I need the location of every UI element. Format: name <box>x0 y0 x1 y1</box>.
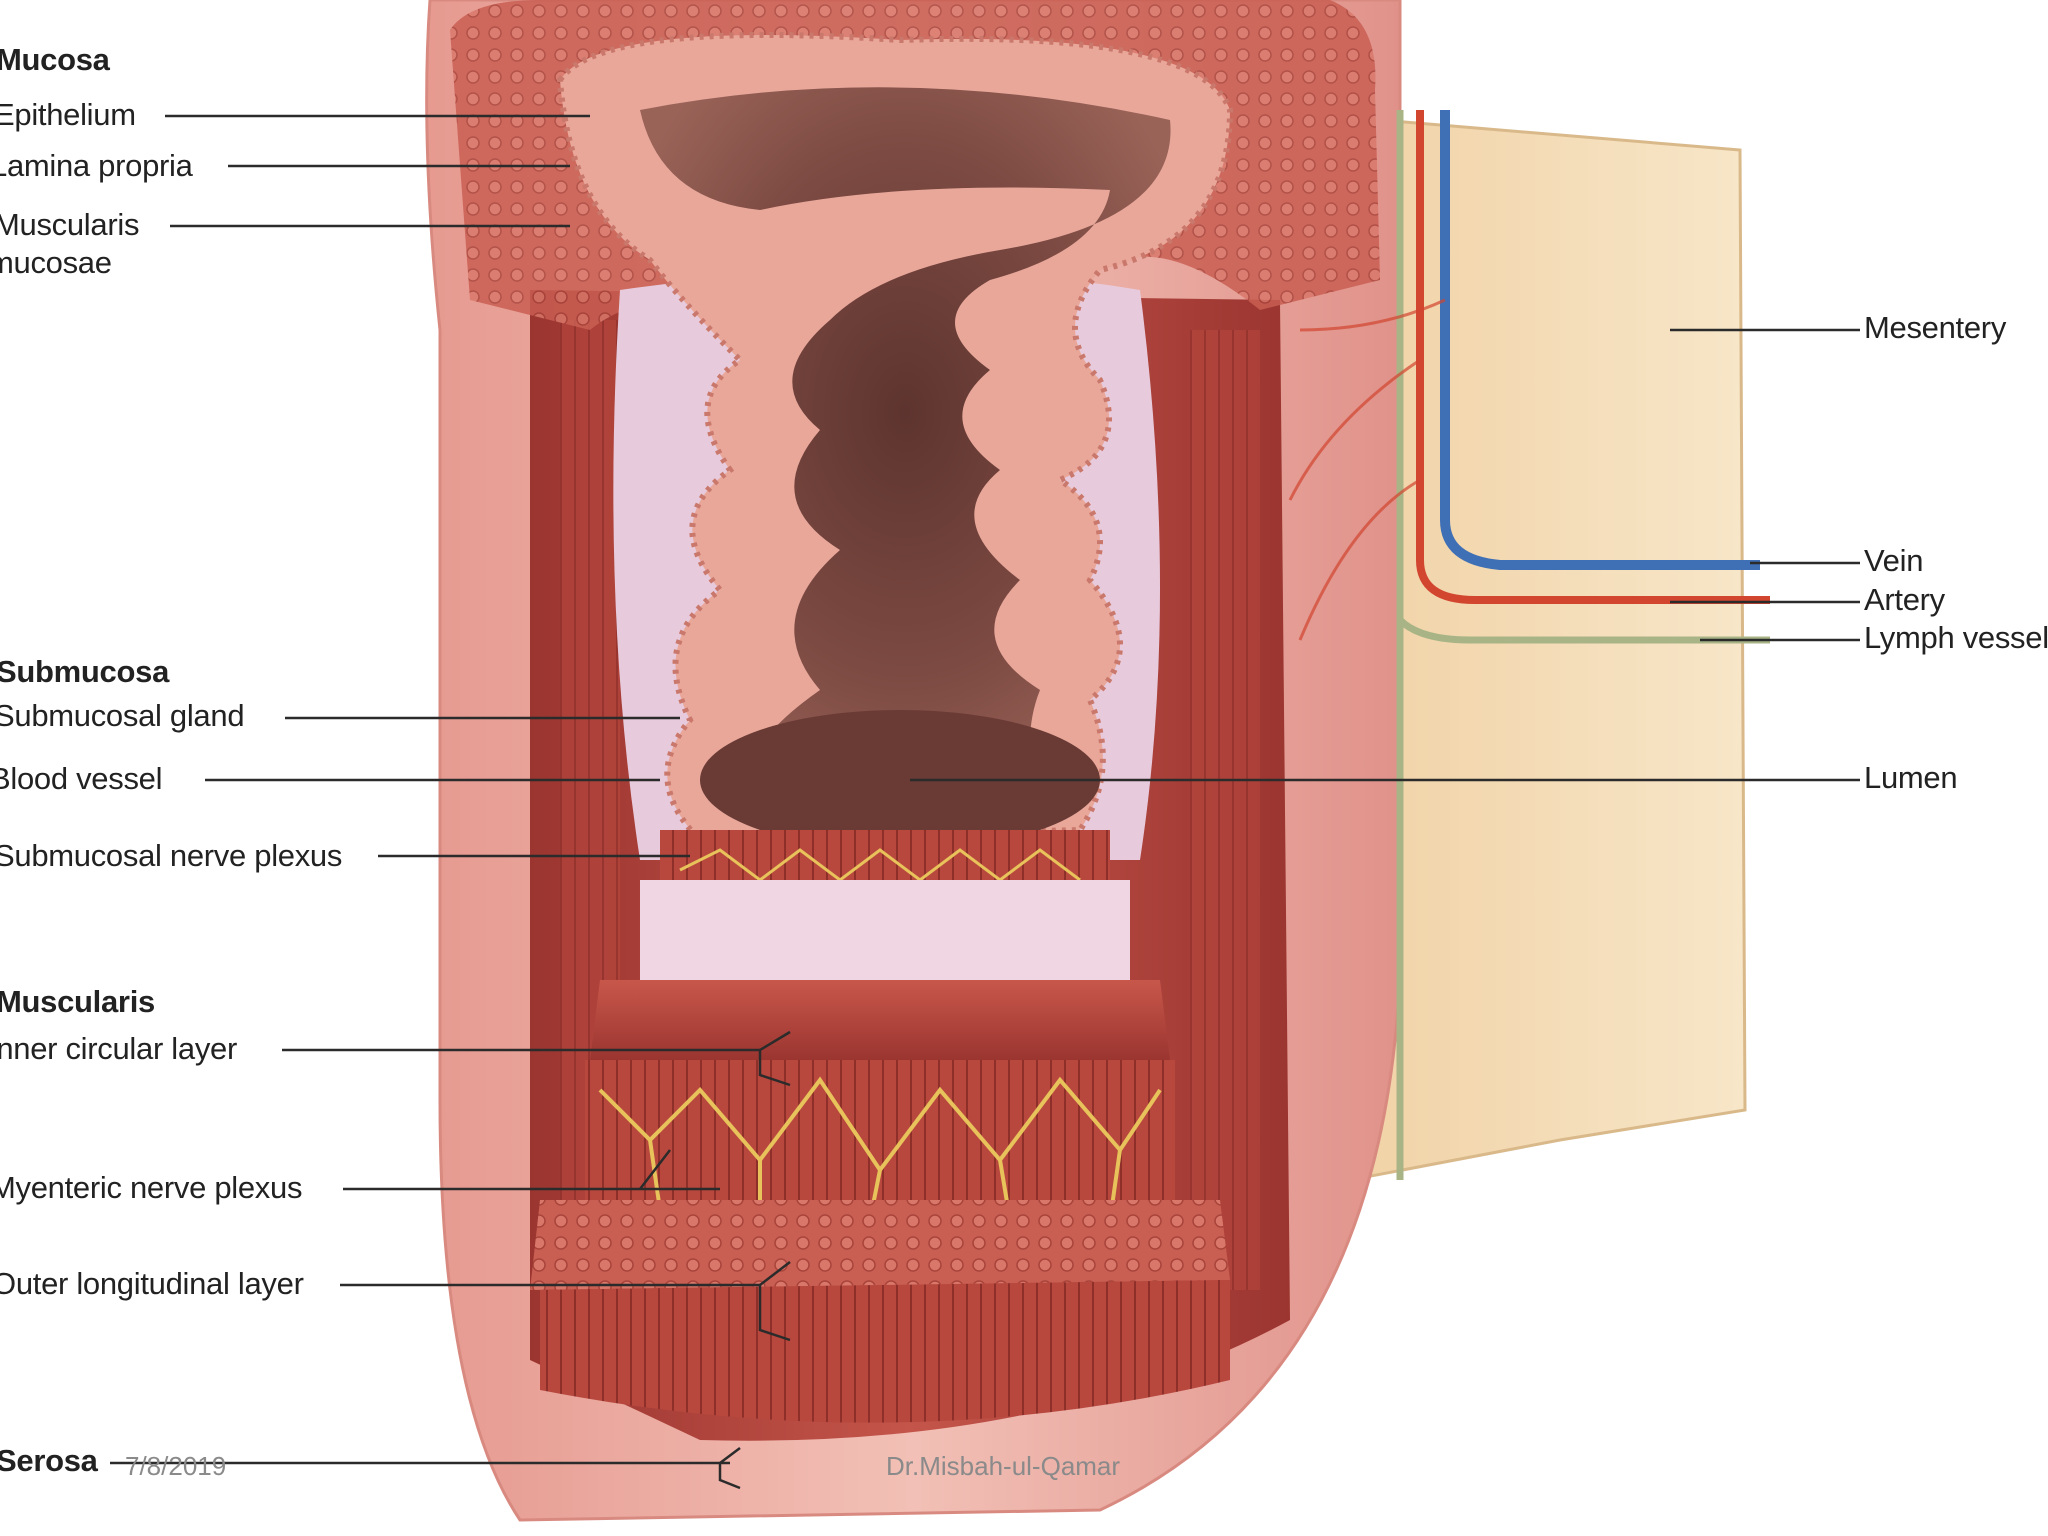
label-submucosal-gland: Submucosal gland <box>0 698 245 733</box>
label-submucosal-nerve-plexus: Submucosal nerve plexus <box>0 838 343 873</box>
label-muscularis-mucosae-1: Muscularis <box>0 207 140 242</box>
submucosal-plexus-nerves <box>679 848 1081 882</box>
lumen-floor <box>700 710 1100 850</box>
label-epithelium: Epithelium <box>0 97 136 132</box>
label-outer-longitudinal-layer: Outer longitudinal layer <box>0 1266 304 1301</box>
outer-longitudinal-stripes <box>540 1280 1230 1423</box>
leader-lines <box>110 114 1860 1490</box>
label-vein: Vein <box>1864 543 1924 578</box>
footer-date: 7/8/2019 <box>125 1451 227 1481</box>
label-serosa: Serosa <box>0 1443 98 1478</box>
mesentery-sheet <box>1347 118 1747 1182</box>
label-mucosa: Mucosa <box>0 42 110 77</box>
label-muscularis: Muscularis <box>0 984 155 1019</box>
label-blood-vessel: Blood vessel <box>0 761 163 796</box>
vessel-branches <box>1288 298 1446 641</box>
footer-author: Dr.Misbah-ul-Qamar <box>886 1451 1121 1481</box>
outer-longitudinal-layer <box>530 1200 1230 1290</box>
label-lumen: Lumen <box>1864 760 1958 795</box>
submucosa-band <box>640 880 1130 990</box>
label-artery: Artery <box>1864 582 1945 617</box>
label-lamina-propria: Lamina propria <box>0 148 193 183</box>
artery-vessel <box>1416 110 1770 604</box>
label-muscularis-mucosae-2: mucosae <box>0 245 112 280</box>
lymph-vessel <box>1396 110 1770 1180</box>
myenteric-region <box>585 1060 1175 1220</box>
vein-vessel <box>1440 110 1760 570</box>
lumen-cavity <box>640 87 1171 811</box>
label-lymph-vessel: Lymph vessel <box>1864 620 2048 655</box>
label-mesentery: Mesentery <box>1864 310 2007 345</box>
myenteric-nerves <box>598 1076 1162 1221</box>
muscularis-wall-texture-right <box>1190 330 1260 1290</box>
inner-circular-layer <box>590 980 1170 1060</box>
label-submucosa: Submucosa <box>0 654 170 689</box>
label-inner-circular-layer: Inner circular layer <box>0 1031 237 1066</box>
label-myenteric-nerve-plexus: Myenteric nerve plexus <box>0 1170 303 1205</box>
